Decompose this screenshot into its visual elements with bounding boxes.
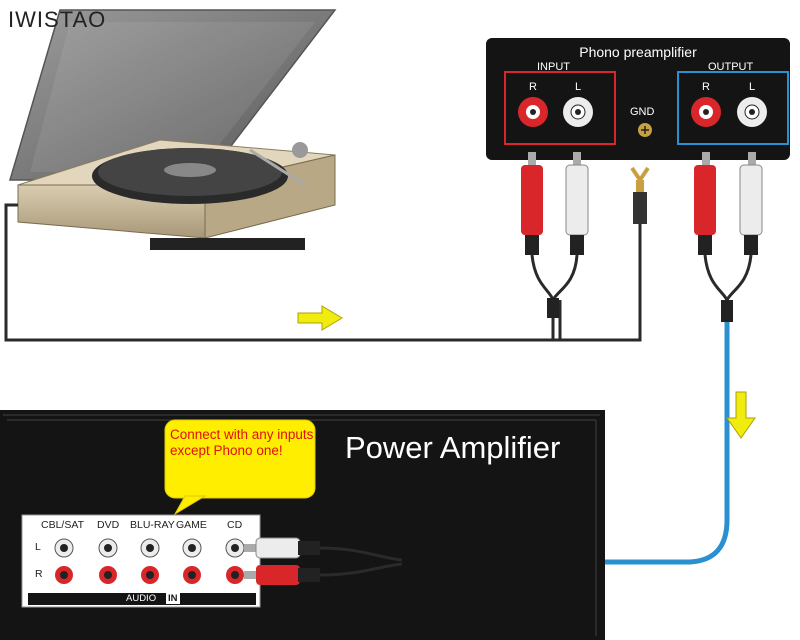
amp-jacks-r <box>55 566 244 584</box>
brand-logo: IWISTAO <box>8 7 107 32</box>
preamp-title: Phono preamplifier <box>579 44 697 60</box>
input-label-blu-ray: BLU-RAY <box>130 519 175 531</box>
preamp-input-label: INPUT <box>537 61 570 73</box>
amp-rca-plugs <box>244 537 403 585</box>
callout-balloon <box>164 419 316 516</box>
preamp-output-label: OUTPUT <box>708 61 754 73</box>
preamp-output-r-jack <box>691 97 721 127</box>
audio-in-label-bar: AUDIO IN <box>28 593 256 605</box>
preamp-input-l-label: L <box>575 81 582 93</box>
input-label-game: GAME <box>176 519 207 531</box>
preamp-input-r-jack <box>518 97 548 127</box>
preamp-output-l-label: L <box>749 81 756 93</box>
callout-text: Connect with any inputs except Phono one… <box>170 427 314 458</box>
blue-signal-cable <box>415 322 730 565</box>
row-label-l: L <box>35 541 41 553</box>
audio-input-panel <box>21 514 261 608</box>
amp-jacks-l <box>54 538 245 558</box>
audio-label: AUDIO <box>126 593 157 604</box>
ground-fork-cable <box>630 166 650 330</box>
input-rca-plugs <box>521 152 589 340</box>
input-label-cd: CD <box>227 519 243 531</box>
preamp-output-l-jack <box>737 97 767 127</box>
row-label-r: R <box>35 568 43 580</box>
preamp-gnd-label: GND <box>630 106 655 118</box>
arrow-down-icon <box>726 391 756 439</box>
input-label-cbl-sat: CBL/SAT <box>41 519 84 531</box>
amplifier-title: Power Amplifier <box>345 430 561 465</box>
preamp-input-r-label: R <box>529 81 537 93</box>
preamp-input-l-jack <box>563 97 593 127</box>
preamp-output-r-label: R <box>702 81 710 93</box>
input-label-dvd: DVD <box>97 519 120 531</box>
output-rca-plugs <box>694 152 763 322</box>
turntable <box>8 9 337 250</box>
arrow-right-icon <box>297 305 343 331</box>
in-label: IN <box>166 593 180 604</box>
phono-preamp-box <box>486 38 790 160</box>
preamp-gnd-terminal <box>638 123 652 137</box>
